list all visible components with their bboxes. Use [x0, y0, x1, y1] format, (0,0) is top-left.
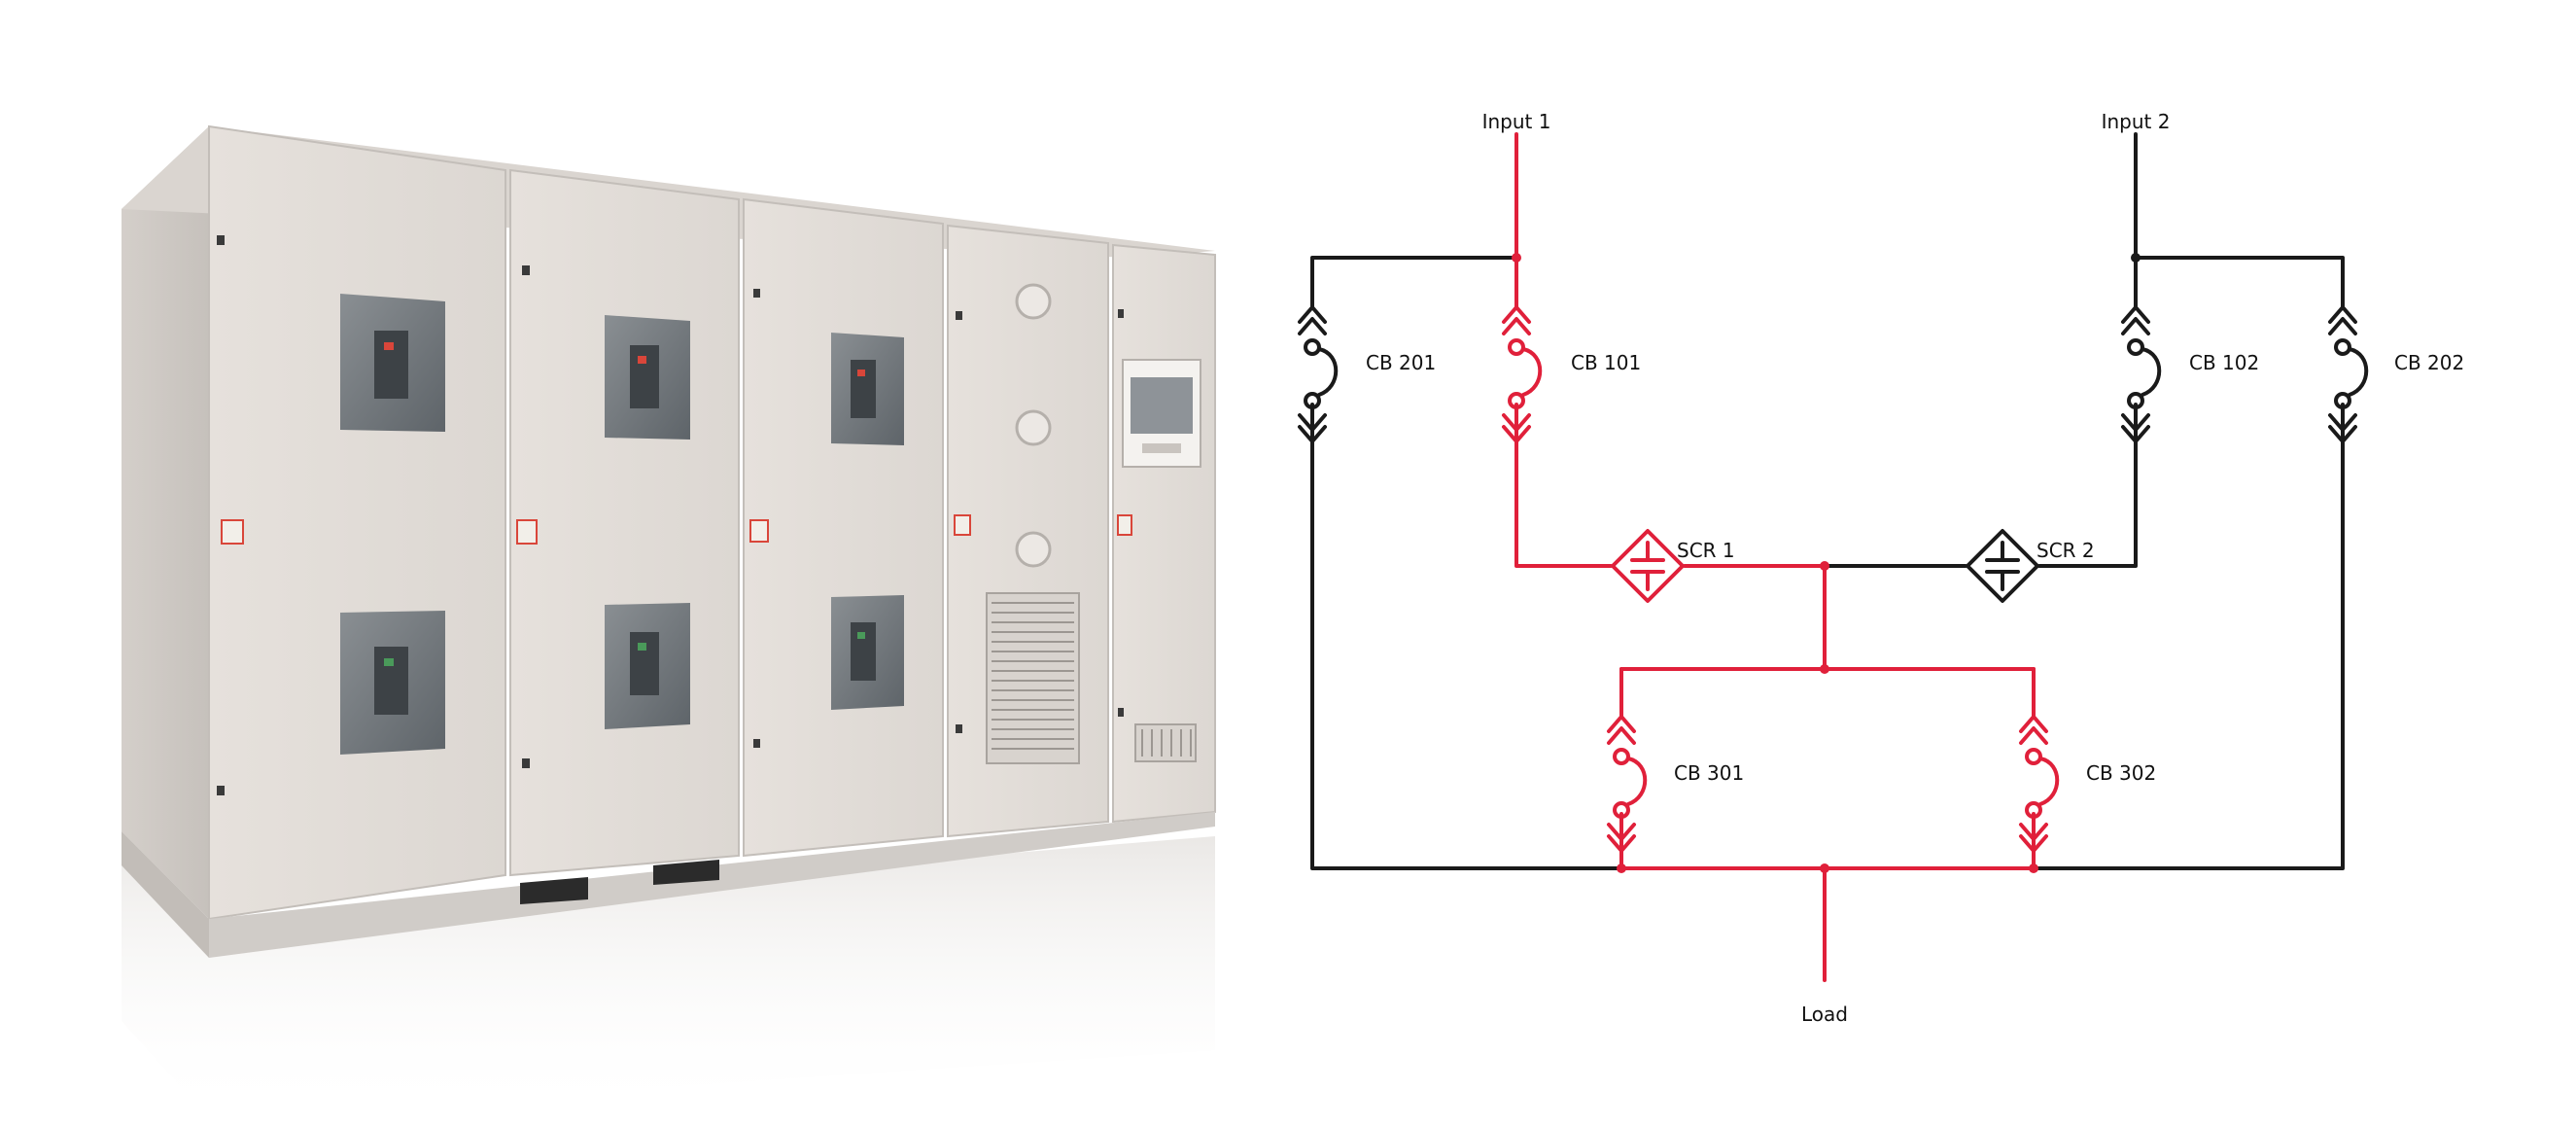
breaker-cb-202-symbol	[2328, 305, 2369, 443]
scr-2-label: SCR 2	[2036, 539, 2095, 562]
active-wiring	[1514, 132, 2036, 982]
breaker-cb-102-symbol	[2121, 305, 2162, 443]
cb-201-label: CB 201	[1366, 351, 1436, 374]
hmi-screen	[1122, 359, 1201, 468]
scr-1-symbol	[1611, 529, 1685, 603]
inactive-wiring	[1310, 132, 2345, 870]
warning-labels	[221, 514, 1132, 545]
cb-202-label: CB 202	[2394, 351, 2464, 374]
door-latches	[217, 235, 1124, 795]
switchgear-photo	[122, 124, 1216, 1118]
breaker-cb-101-symbol	[1502, 305, 1543, 443]
scr-2-symbol	[1966, 529, 2039, 603]
cabinet-base	[209, 812, 1215, 958]
cb-301-label: CB 301	[1674, 761, 1744, 785]
cabinet-side-panel	[122, 126, 209, 919]
breaker-cb-301-symbol	[1607, 715, 1648, 853]
input-1-label: Input 1	[1482, 110, 1551, 133]
scr-1-label: SCR 1	[1677, 539, 1735, 562]
vent-grille	[986, 592, 1197, 764]
cb-101-label: CB 101	[1571, 351, 1641, 374]
floor-reflection	[122, 831, 1215, 1118]
cb-302-label: CB 302	[2086, 761, 2156, 785]
junction-dots	[1512, 253, 2141, 873]
load-label: Load	[1801, 1003, 1848, 1026]
breaker-cb-201-symbol	[1298, 305, 1339, 443]
meter-ports	[1015, 283, 1052, 568]
breaker-windows	[340, 294, 904, 755]
base-openings	[520, 860, 719, 904]
cb-102-label: CB 102	[2189, 351, 2259, 374]
breaker-cb-302-symbol	[2019, 715, 2060, 853]
input-2-label: Input 2	[2102, 110, 2171, 133]
